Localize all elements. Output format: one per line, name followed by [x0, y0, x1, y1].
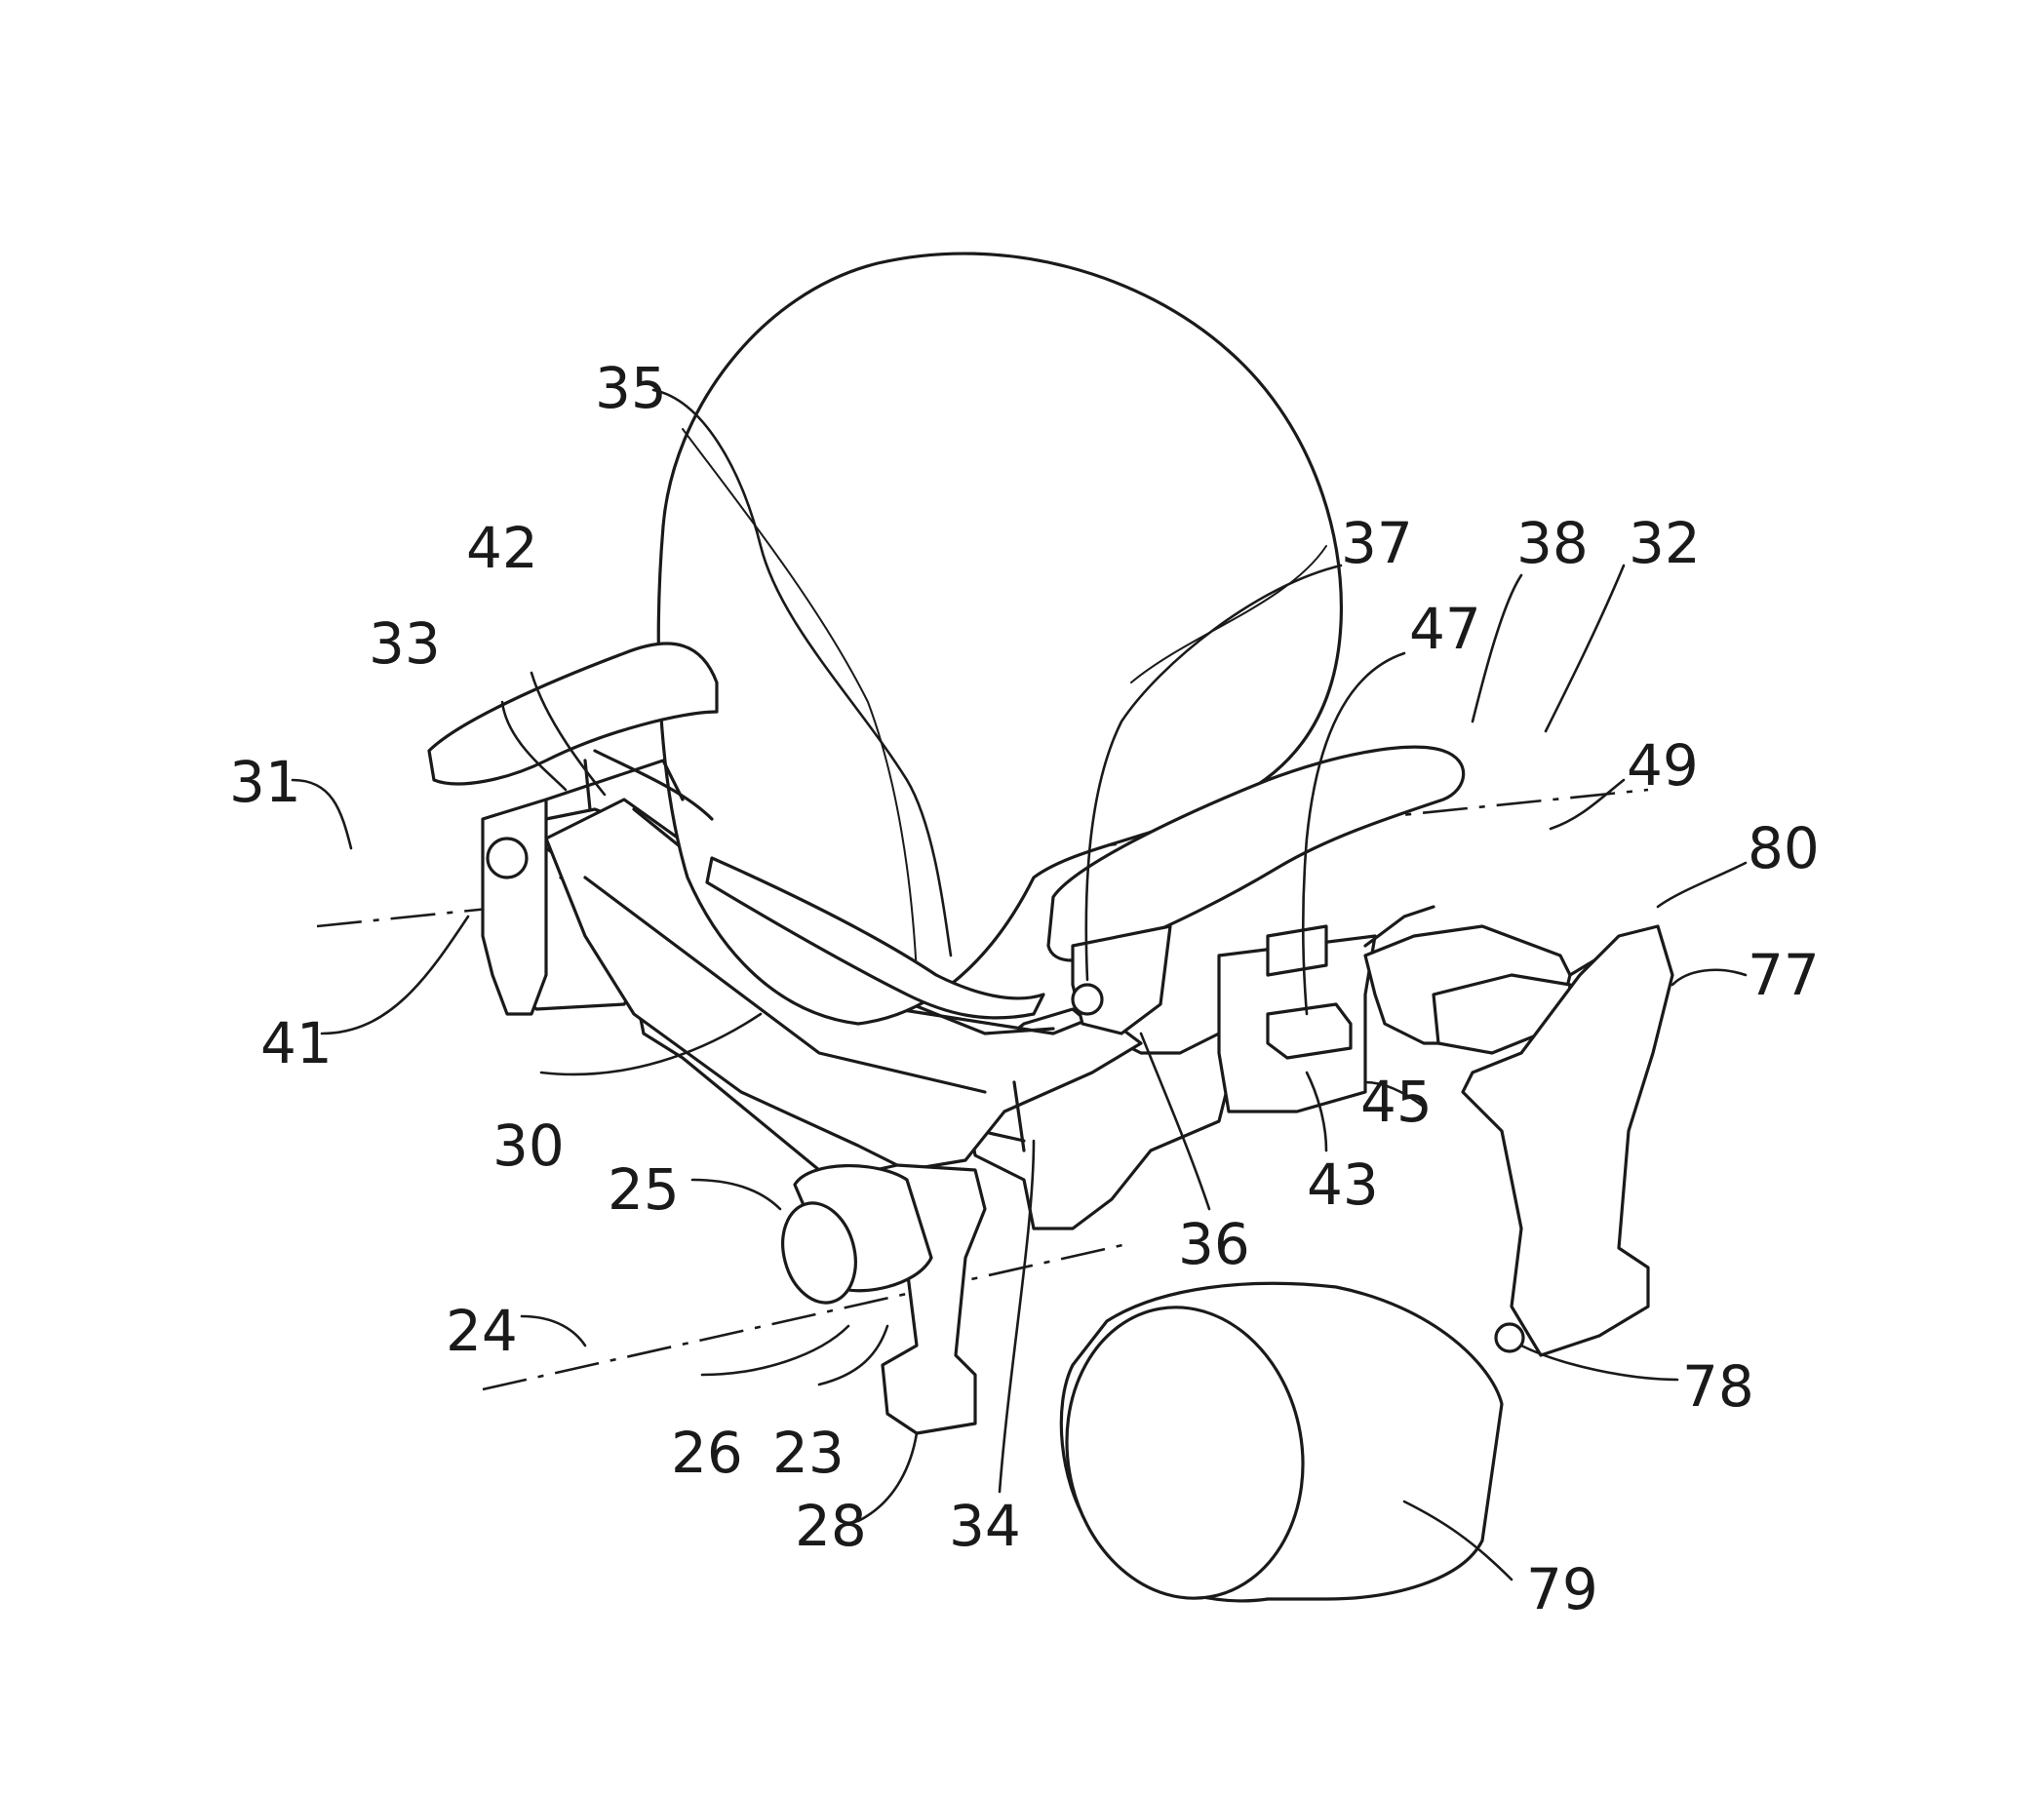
ref-26: 26	[671, 1420, 743, 1486]
leader-23	[819, 1326, 887, 1385]
leader-80	[1658, 863, 1746, 907]
leader-25	[692, 1180, 780, 1209]
ref-38: 38	[1516, 510, 1589, 576]
ref-77: 77	[1748, 942, 1820, 1008]
ref-33: 33	[369, 610, 441, 677]
ref-45: 45	[1360, 1069, 1433, 1135]
ref-36: 36	[1178, 1211, 1250, 1277]
leader-31	[293, 780, 351, 848]
leader-49	[1551, 780, 1624, 829]
ref-28: 28	[795, 1493, 867, 1559]
ref-49: 49	[1627, 732, 1699, 799]
ref-31: 31	[229, 749, 301, 815]
ref-32: 32	[1629, 510, 1701, 576]
support-arm-33	[546, 761, 683, 800]
ref-34: 34	[949, 1493, 1021, 1559]
ref-43: 43	[1307, 1151, 1379, 1218]
ref-24: 24	[446, 1298, 518, 1364]
latch-block-45	[1268, 1004, 1351, 1058]
leader-77	[1672, 970, 1746, 985]
ref-41: 41	[260, 1010, 333, 1076]
leader-28	[858, 1433, 917, 1521]
ref-37: 37	[1341, 510, 1413, 576]
ref-80: 80	[1748, 815, 1820, 881]
leader-41	[322, 917, 468, 1034]
leader-26	[702, 1326, 848, 1375]
crank-pin-78	[1496, 1324, 1523, 1351]
ref-42: 42	[466, 515, 538, 581]
pivot-pin-37	[1073, 985, 1102, 1014]
ref-47: 47	[1409, 596, 1481, 662]
window-47	[1268, 926, 1326, 975]
pivot-pin-41	[488, 839, 527, 878]
ref-25: 25	[608, 1156, 680, 1223]
cylinder-79	[1044, 1283, 1502, 1617]
ref-78: 78	[1682, 1353, 1754, 1420]
leader-24	[522, 1316, 585, 1346]
pivot-block-41	[483, 800, 546, 1014]
ref-79: 79	[1526, 1556, 1598, 1622]
ref-35: 35	[595, 355, 667, 421]
ref-30: 30	[492, 1112, 565, 1179]
ref-23: 23	[772, 1420, 845, 1486]
leader-32	[1546, 566, 1624, 731]
